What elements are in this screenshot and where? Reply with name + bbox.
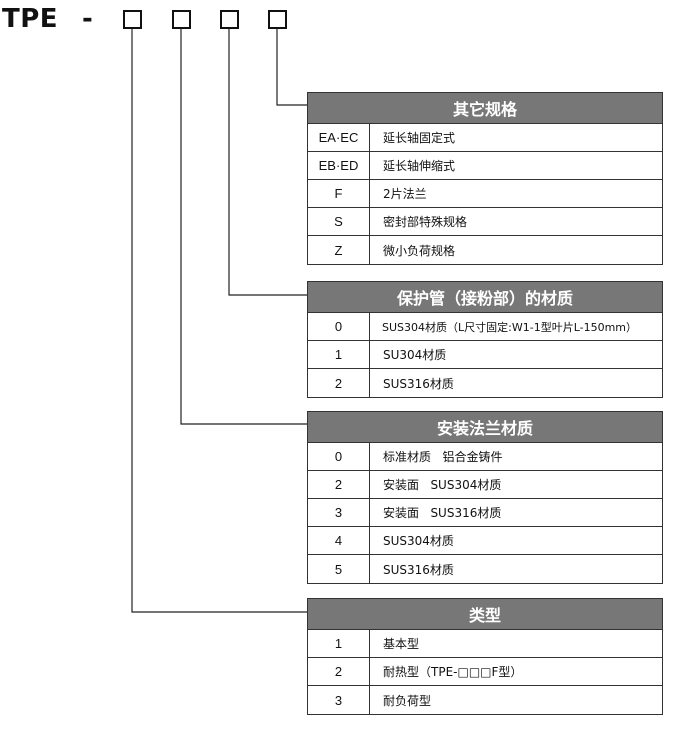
row-desc: SUS316材质 — [383, 376, 454, 391]
row-desc: SUS304材质 — [383, 534, 454, 548]
table-flange-material: 安装法兰材质 0 标准材质 铝合金铸件 2 安装面 SUS304材质 3 安装面 SU… — [307, 411, 663, 584]
row-code: 5 — [308, 555, 370, 583]
table-header: 安装法兰材质 — [308, 412, 662, 443]
row-desc: 密封部特殊规格 — [383, 215, 468, 229]
model-dash: - — [82, 4, 93, 34]
code-box-type — [123, 10, 142, 29]
table-row: 1 基本型 — [308, 630, 662, 658]
row-desc: SUS316材质 — [383, 562, 454, 577]
row-desc: 耐热型（TPE-□□□F型） — [383, 665, 523, 679]
table-type: 类型 1 基本型 2 耐热型（TPE-□□□F型） 3 耐负荷型 — [307, 598, 663, 715]
table-row: EB·ED 延长轴伸缩式 — [308, 152, 662, 180]
table-row: Z 微小负荷规格 — [308, 236, 662, 264]
row-desc: 延长轴固定式 — [383, 131, 456, 145]
row-code: 1 — [308, 630, 370, 657]
table-row: 0 标准材质 铝合金铸件 — [308, 443, 662, 471]
row-desc: 延长轴伸缩式 — [383, 159, 456, 173]
table-row: 4 SUS304材质 — [308, 527, 662, 555]
table-row: F 2片法兰 — [308, 180, 662, 208]
connector-tube-material — [228, 29, 307, 296]
table-row: 3 耐负荷型 — [308, 686, 662, 714]
row-desc: 基本型 — [383, 637, 420, 651]
row-code: S — [308, 208, 370, 235]
row-desc: 标准材质 铝合金铸件 — [383, 450, 503, 464]
table-tube-material: 保护管（接粉部）的材质 0 SUS304材质（L尺寸固定:W1-1型叶片L-150… — [307, 281, 663, 398]
row-code: 2 — [308, 658, 370, 685]
row-desc: 安装面 SUS304材质 — [383, 478, 502, 492]
row-code: 2 — [308, 369, 370, 397]
row-desc: SU304材质 — [383, 348, 447, 362]
table-row: 5 SUS316材质 — [308, 555, 662, 583]
connector-flange-material — [180, 29, 307, 425]
table-other-spec: 其它规格 EA·EC 延长轴固定式 EB·ED 延长轴伸缩式 F 2片法兰 S 密封部特… — [307, 92, 663, 265]
row-desc: 安装面 SUS316材质 — [383, 506, 502, 520]
row-code: EA·EC — [308, 124, 370, 151]
row-code: 0 — [308, 313, 370, 340]
row-code: 2 — [308, 471, 370, 498]
table-header: 保护管（接粉部）的材质 — [308, 282, 662, 313]
table-row: 2 耐热型（TPE-□□□F型） — [308, 658, 662, 686]
table-row: EA·EC 延长轴固定式 — [308, 124, 662, 152]
row-desc: 微小负荷规格 — [383, 243, 456, 258]
code-box-tube-material — [220, 10, 239, 29]
row-code: 3 — [308, 686, 370, 714]
table-row: 3 安装面 SUS316材质 — [308, 499, 662, 527]
table-header: 其它规格 — [308, 93, 662, 124]
row-code: 0 — [308, 443, 370, 470]
table-row: S 密封部特殊规格 — [308, 208, 662, 236]
connector-other-spec — [276, 29, 307, 106]
table-header: 类型 — [308, 599, 662, 630]
code-box-other-spec — [268, 10, 287, 29]
row-desc: 耐负荷型 — [383, 693, 432, 708]
table-row: 0 SUS304材质（L尺寸固定:W1-1型叶片L-150mm） — [308, 313, 662, 341]
row-code: 1 — [308, 341, 370, 368]
row-code: F — [308, 180, 370, 207]
row-code: 3 — [308, 499, 370, 526]
row-code: 4 — [308, 527, 370, 554]
row-code: EB·ED — [308, 152, 370, 179]
model-prefix: TPE — [2, 4, 59, 34]
row-code: Z — [308, 236, 370, 264]
table-row: 2 安装面 SUS304材质 — [308, 471, 662, 499]
row-desc: SUS304材质（L尺寸固定:W1-1型叶片L-150mm） — [382, 320, 638, 334]
code-box-flange-material — [172, 10, 191, 29]
row-desc: 2片法兰 — [383, 187, 427, 201]
connector-type — [131, 29, 307, 613]
table-row: 1 SU304材质 — [308, 341, 662, 369]
table-row: 2 SUS316材质 — [308, 369, 662, 397]
